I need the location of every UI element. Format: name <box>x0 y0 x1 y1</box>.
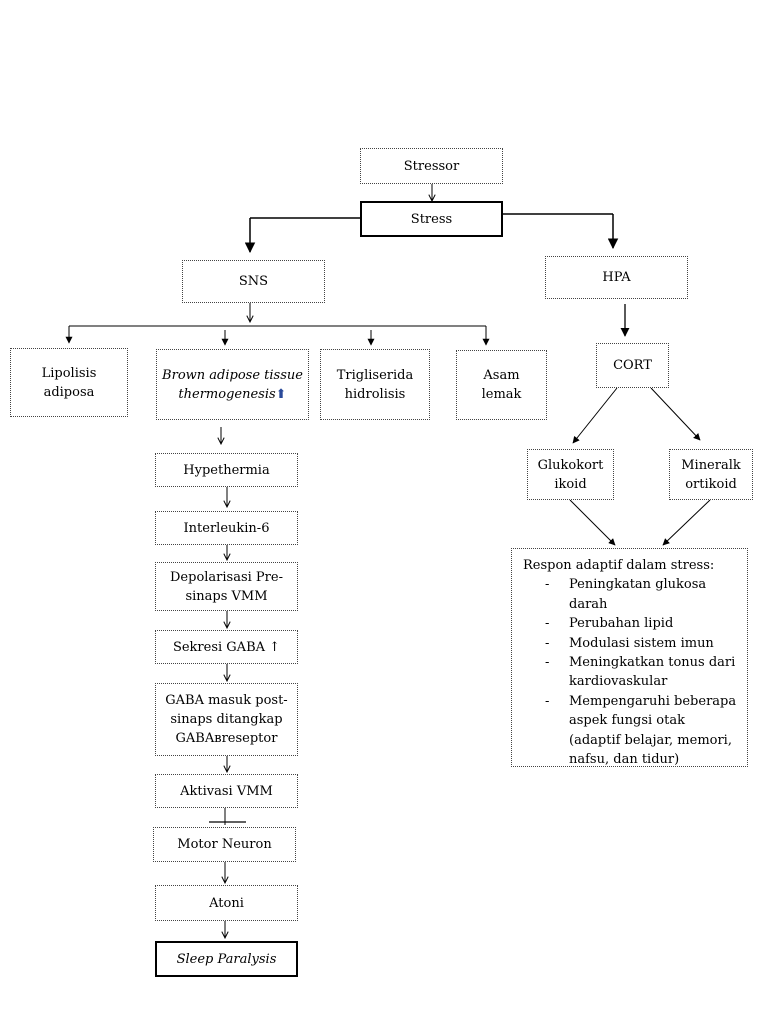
response-list: Peningkatan glukosa darah Perubahan lipi… <box>523 575 737 769</box>
hypethermia-box: Hypethermia <box>155 453 298 487</box>
cort-box: CORT <box>596 343 669 388</box>
cort-label: CORT <box>613 358 652 373</box>
mineralokortikoid-box: Mineralk ortikoid <box>669 449 753 500</box>
lipolisis-box: Lipolisis adiposa <box>10 348 128 417</box>
hypethermia-label: Hypethermia <box>183 462 270 478</box>
stressor-box: Stressor <box>360 148 503 184</box>
brown-adipose-label-line-2: thermogenesis <box>178 386 276 402</box>
mineralokortikoid-label-line-2: ortikoid <box>685 476 737 492</box>
lipolisis-label-line-1: Lipolisis <box>41 365 97 381</box>
sleep-paralysis-box: Sleep Paralysis <box>155 941 298 977</box>
aktivasi-vmm-label: Aktivasi VMM <box>180 783 273 799</box>
response-title: Respon adaptif dalam stress: <box>523 558 715 573</box>
trigliserida-box: Trigliserida hidrolisis <box>320 349 430 420</box>
stressor-label: Stressor <box>403 158 460 174</box>
motor-neuron-box: Motor Neuron <box>153 827 296 862</box>
response-item: Peningkatan glukosa darah <box>523 575 737 614</box>
sleep-paralysis-label: Sleep Paralysis <box>176 951 277 967</box>
sekresi-gaba-box: Sekresi GABA ↑ <box>155 630 298 664</box>
interleukin-box: Interleukin-6 <box>155 511 298 545</box>
increase-arrow-icon: ⬆ <box>275 386 287 402</box>
glukokortikoid-box: Glukokort ikoid <box>527 449 614 500</box>
aktivasi-vmm-box: Aktivasi VMM <box>155 774 298 808</box>
hpa-label: HPA <box>602 270 631 285</box>
response-item: Perubahan lipid <box>523 614 737 634</box>
depolarisasi-box: Depolarisasi Pre- sinaps VMM <box>155 562 298 611</box>
trigliserida-label-line-2: hidrolisis <box>344 386 406 402</box>
mineralokortikoid-label-line-1: Mineralk <box>681 457 741 473</box>
glukokortikoid-label-line-1: Glukokort <box>537 457 604 473</box>
gaba-masuk-box: GABA masuk post- sinaps ditangkap GABAʙr… <box>155 683 298 756</box>
stress-box: Stress <box>360 201 503 237</box>
sns-label: SNS <box>238 274 269 289</box>
asam-lemak-label-line-2: lemak <box>481 387 522 402</box>
asam-lemak-label-line-1: Asam <box>483 368 520 383</box>
adaptive-response-box: Respon adaptif dalam stress: Peningkatan… <box>511 548 748 767</box>
brown-adipose-label-line-1: Brown adipose tissue <box>162 367 303 383</box>
atoni-label: Atoni <box>209 895 244 911</box>
response-item: Mempengaruhi beberapa aspek fungsi otak … <box>523 692 737 770</box>
gaba-masuk-label-line-2: sinaps ditangkap <box>170 712 283 727</box>
response-item: Modulasi sistem imun <box>523 634 737 654</box>
trigliserida-label-line-1: Trigliserida <box>336 367 414 383</box>
glukokortikoid-to-response-arrow <box>569 499 616 546</box>
asam-lemak-box: Asam lemak <box>456 350 547 420</box>
atoni-box: Atoni <box>155 885 298 921</box>
depolarisasi-label-line-1: Depolarisasi Pre- <box>170 569 283 585</box>
depolarisasi-label-line-2: sinaps VMM <box>185 588 268 604</box>
cort-to-mineralokortikoid-arrow <box>650 387 701 441</box>
sns-box: SNS <box>182 260 325 303</box>
motor-neuron-label: Motor Neuron <box>177 837 272 852</box>
mineralokortikoid-to-response-arrow <box>662 499 711 546</box>
gaba-masuk-label-line-3: GABAʙreseptor <box>175 731 278 746</box>
brown-adipose-box: Brown adipose tissue thermogenesis⬆ <box>156 349 309 420</box>
lipolisis-label-line-2: adiposa <box>43 384 95 400</box>
glukokortikoid-label-line-2: ikoid <box>554 476 587 492</box>
response-item: Meningkatkan tonus dari kardiovaskular <box>523 653 737 692</box>
sekresi-gaba-label: Sekresi GABA ↑ <box>172 639 281 655</box>
hpa-box: HPA <box>545 256 688 299</box>
gaba-masuk-label-line-1: GABA masuk post- <box>165 693 288 708</box>
interleukin-label: Interleukin-6 <box>183 520 270 536</box>
stress-label: Stress <box>410 211 453 227</box>
cort-to-glukokortikoid-arrow <box>572 387 618 444</box>
